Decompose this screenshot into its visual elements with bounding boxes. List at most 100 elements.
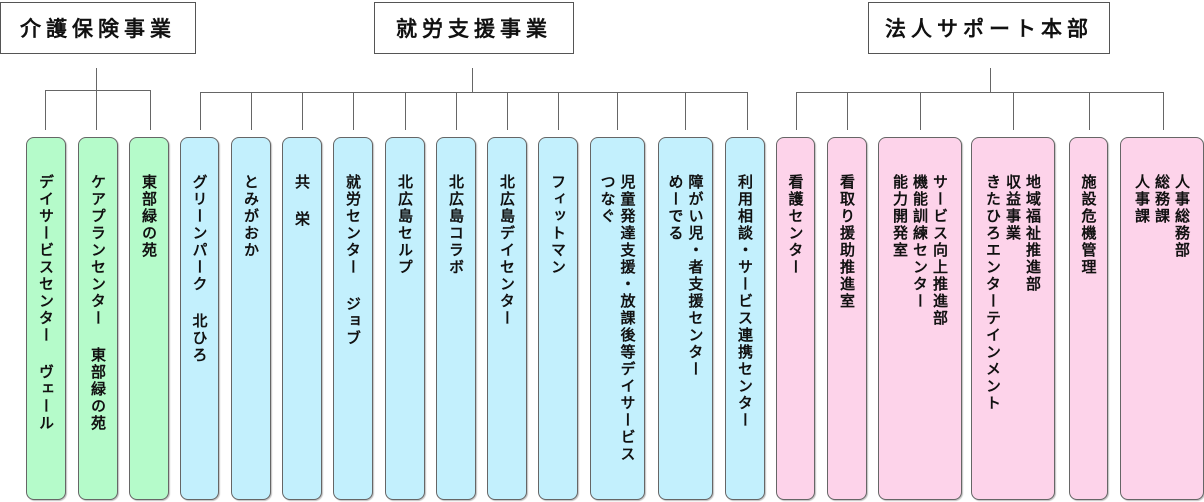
connector-line [685, 92, 686, 130]
unit-label-line: きたひろエンターテインメント [984, 174, 1002, 412]
connector-line [456, 92, 457, 130]
unit-label-group: グリーンパーク 北ひろ [181, 174, 218, 364]
unit-box: 北広島コラボ [436, 137, 476, 500]
unit-box: 看取り援助推進室 [827, 137, 867, 500]
unit-label-line: ケアプランセンター 東部緑の苑 [89, 174, 107, 432]
unit-label-line: 児童発達支援・放課後等デイサービス [618, 174, 637, 463]
connector-line [847, 92, 848, 130]
connector-line [1013, 92, 1014, 130]
unit-label-group: 施設危機管理 [1070, 174, 1107, 276]
connector-line [96, 68, 97, 90]
unit-label-group: 北広島コラボ [437, 174, 475, 276]
unit-label-line: 看取り援助推進室 [838, 174, 856, 310]
connector-line [96, 90, 97, 130]
unit-box: 看護センター [776, 137, 815, 500]
division-title: 介護保険事業 [20, 17, 176, 41]
unit-box: 人事総務部総務課人事課 [1120, 137, 1204, 500]
connector-line [796, 92, 1164, 93]
unit-label-group: 地域福祉推進部収益事業きたひろエンターテインメント [972, 174, 1054, 412]
unit-box: 児童発達支援・放課後等デイサービスつなぐ [590, 137, 645, 500]
unit-label-group: 利用相談・サービス連携センター [726, 174, 764, 429]
unit-box: 利用相談・サービス連携センター [725, 137, 765, 500]
unit-label-group: 看護センター [777, 174, 814, 276]
unit-label-line: めーでる [666, 174, 685, 242]
unit-box: 施設危機管理 [1069, 137, 1108, 500]
connector-line [200, 92, 201, 130]
unit-box: 障がい児・者支援センターめーでる [658, 137, 713, 500]
connector-line [405, 92, 406, 130]
unit-label-line: 共 栄 [293, 174, 311, 228]
unit-label-group: 障がい児・者支援センターめーでる [659, 174, 712, 378]
unit-label-line: 機能訓練センター [911, 174, 929, 310]
unit-box: サービス向上推進部機能訓練センター能力開発室 [878, 137, 962, 500]
unit-label-line: 人事課 [1133, 174, 1151, 225]
unit-box: 地域福祉推進部収益事業きたひろエンターテインメント [971, 137, 1055, 500]
unit-label-group: 人事総務部総務課人事課 [1121, 174, 1203, 259]
connector-line [251, 92, 252, 130]
division-header-hojin: 法人サポート本部 [868, 2, 1110, 54]
connector-line [796, 92, 797, 130]
unit-label-group: フィットマン [539, 174, 577, 276]
connector-line [990, 68, 991, 92]
connector-line [45, 90, 151, 91]
unit-label-line: サービス向上推進部 [931, 174, 949, 327]
unit-label-group: 共 栄 [283, 174, 321, 228]
unit-label-line: デイサービスセンター ヴェール [37, 174, 55, 432]
unit-box: フィットマン [538, 137, 578, 500]
unit-label-line: 就労センター ジョブ [344, 174, 362, 347]
unit-box: 共 栄 [282, 137, 322, 500]
connector-line [472, 68, 473, 92]
unit-label-line: 総務課 [1153, 174, 1171, 225]
connector-line [200, 92, 748, 93]
unit-label-line: 障がい児・者支援センター [686, 174, 705, 378]
unit-label-group: 看取り援助推進室 [828, 174, 866, 310]
connector-line [747, 92, 748, 130]
connector-line [1089, 92, 1090, 130]
unit-box: ケアプランセンター 東部緑の苑 [78, 137, 118, 500]
connector-line [150, 90, 151, 130]
unit-label-line: 利用相談・サービス連携センター [736, 174, 754, 429]
unit-label-line: 北広島セルプ [396, 174, 414, 276]
unit-label-group: デイサービスセンター ヴェール [27, 174, 65, 432]
unit-box: デイサービスセンター ヴェール [26, 137, 66, 500]
connector-line [507, 92, 508, 130]
unit-box: 北広島デイセンター [487, 137, 527, 500]
division-title: 就労支援事業 [396, 17, 552, 41]
connector-line [617, 92, 618, 130]
unit-label-group: 児童発達支援・放課後等デイサービスつなぐ [591, 174, 644, 463]
unit-box: とみがおか [231, 137, 271, 500]
unit-label-line: フィットマン [549, 174, 567, 276]
unit-label-line: 収益事業 [1004, 174, 1022, 242]
unit-label-line: 北広島デイセンター [498, 174, 516, 327]
unit-label-group: 北広島セルプ [386, 174, 424, 276]
unit-label-line: 地域福祉推進部 [1024, 174, 1042, 293]
unit-label-line: 能力開発室 [891, 174, 909, 259]
connector-line [353, 92, 354, 130]
unit-label-group: サービス向上推進部機能訓練センター能力開発室 [879, 174, 961, 327]
unit-label-group: 北広島デイセンター [488, 174, 526, 327]
unit-label-line: 北広島コラボ [447, 174, 465, 276]
unit-box: 就労センター ジョブ [333, 137, 373, 500]
connector-line [1163, 92, 1164, 130]
unit-label-group: 東部緑の苑 [130, 174, 168, 259]
unit-label-group: 就労センター ジョブ [334, 174, 372, 347]
connector-line [920, 92, 921, 130]
unit-label-line: とみがおか [242, 174, 260, 259]
division-header-shuro: 就労支援事業 [374, 2, 574, 54]
connector-line [302, 92, 303, 130]
unit-label-line: 施設危機管理 [1079, 174, 1098, 276]
connector-line [558, 92, 559, 130]
division-header-kaigo: 介護保険事業 [0, 2, 196, 54]
division-title: 法人サポート本部 [885, 17, 1093, 41]
unit-box: 東部緑の苑 [129, 137, 169, 500]
unit-label-line: 看護センター [786, 174, 805, 276]
unit-label-line: つなぐ [598, 174, 617, 225]
unit-label-group: ケアプランセンター 東部緑の苑 [79, 174, 117, 432]
unit-label-line: 東部緑の苑 [140, 174, 158, 259]
unit-label-group: とみがおか [232, 174, 270, 259]
unit-label-line: グリーンパーク 北ひろ [190, 174, 209, 364]
unit-label-line: 人事総務部 [1173, 174, 1191, 259]
unit-box: 北広島セルプ [385, 137, 425, 500]
unit-box: グリーンパーク 北ひろ [180, 137, 219, 500]
connector-line [45, 90, 46, 130]
